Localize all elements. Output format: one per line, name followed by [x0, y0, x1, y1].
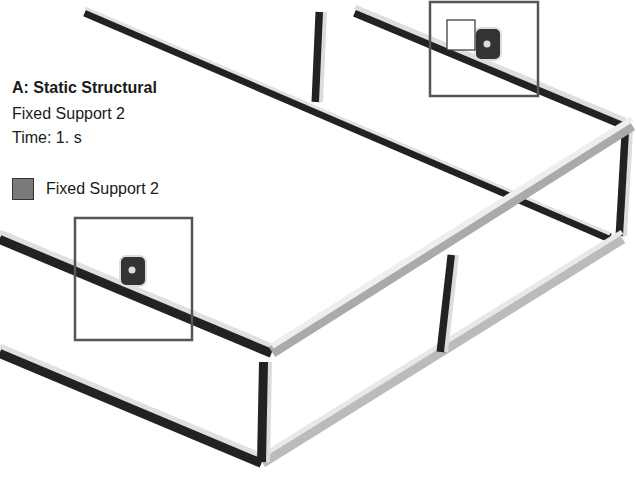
analysis-title: A: Static Structural	[12, 78, 157, 97]
legend-swatch	[12, 178, 34, 200]
info-label: Time: 1. s	[12, 128, 82, 147]
legend-label: Fixed Support 2	[46, 179, 159, 198]
info-label: Fixed Support 2	[12, 104, 125, 123]
